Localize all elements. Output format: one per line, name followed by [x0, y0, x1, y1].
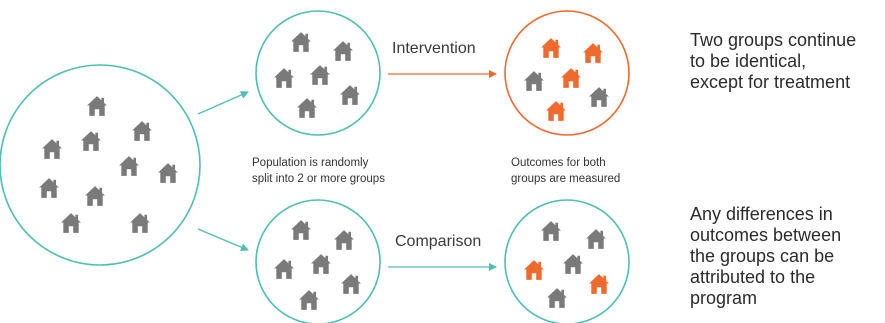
- control-outcome-circle: [504, 199, 630, 323]
- house-icon: [541, 221, 561, 241]
- bottom-note-line: the groups can be: [690, 246, 835, 266]
- bottom-note-line: program: [690, 288, 758, 308]
- house-icon: [274, 68, 294, 88]
- population-circle: [0, 64, 201, 266]
- measure-caption-line: Outcomes for both: [511, 157, 606, 169]
- treatment-group-circle: [255, 10, 381, 136]
- house-icon: [547, 288, 567, 308]
- house-icon: [334, 230, 354, 250]
- top-note-line: Two groups continue: [690, 30, 857, 50]
- house-icon: [42, 139, 62, 159]
- house-icon: [311, 254, 331, 274]
- house-icon: [299, 290, 319, 310]
- measure-caption-line: groups are measured: [511, 173, 621, 185]
- treated-house-icon: [583, 43, 603, 63]
- house-icon: [119, 156, 139, 176]
- house-icon: [274, 259, 294, 279]
- treated-house-icon: [546, 101, 566, 121]
- house-icon: [563, 254, 583, 274]
- house-icon: [158, 163, 178, 183]
- treated-house-icon: [541, 38, 561, 58]
- bottom-note-line: outcomes between: [690, 225, 842, 245]
- house-icon: [589, 87, 609, 107]
- bottom-note: Any differences in outcomes between the …: [690, 204, 841, 309]
- split-caption-line: split into 2 or more groups: [252, 173, 385, 185]
- house-icon: [291, 32, 311, 52]
- house-icon: [39, 178, 59, 198]
- split-caption-line: Population is randomly: [252, 157, 369, 169]
- comparison-label: Comparison: [395, 233, 482, 250]
- treated-house-icon: [561, 68, 581, 88]
- house-icon: [130, 213, 150, 233]
- house-icon: [132, 121, 152, 141]
- house-icon: [586, 229, 606, 249]
- bottom-note-line: Any differences in: [690, 204, 833, 224]
- house-icon: [341, 274, 361, 294]
- intervention-label: Intervention: [392, 40, 476, 57]
- control-group-circle: [255, 199, 381, 323]
- split-caption: Population is randomly split into 2 or m…: [252, 155, 385, 187]
- house-icon: [310, 65, 330, 85]
- house-icon: [81, 131, 101, 151]
- house-icon: [291, 220, 311, 240]
- house-icon: [333, 41, 353, 61]
- measure-caption: Outcomes for both groups are measured: [511, 155, 620, 187]
- top-note-line: to be identical,: [690, 51, 807, 71]
- split-arrow-bottom: [197, 228, 249, 251]
- bottom-note-line: attributed to the: [690, 267, 816, 287]
- split-arrow-top: [197, 91, 249, 115]
- top-note-line: except for treatment: [690, 72, 851, 92]
- treated-house-icon: [524, 260, 544, 280]
- house-icon: [85, 186, 105, 206]
- house-icon: [87, 96, 107, 116]
- treatment-outcome-circle: [504, 10, 630, 136]
- top-note: Two groups continue to be identical, exc…: [690, 30, 856, 93]
- house-icon: [61, 213, 81, 233]
- house-icon: [297, 98, 317, 118]
- treated-house-icon: [589, 274, 609, 294]
- house-icon: [524, 71, 544, 91]
- house-icon: [340, 85, 360, 105]
